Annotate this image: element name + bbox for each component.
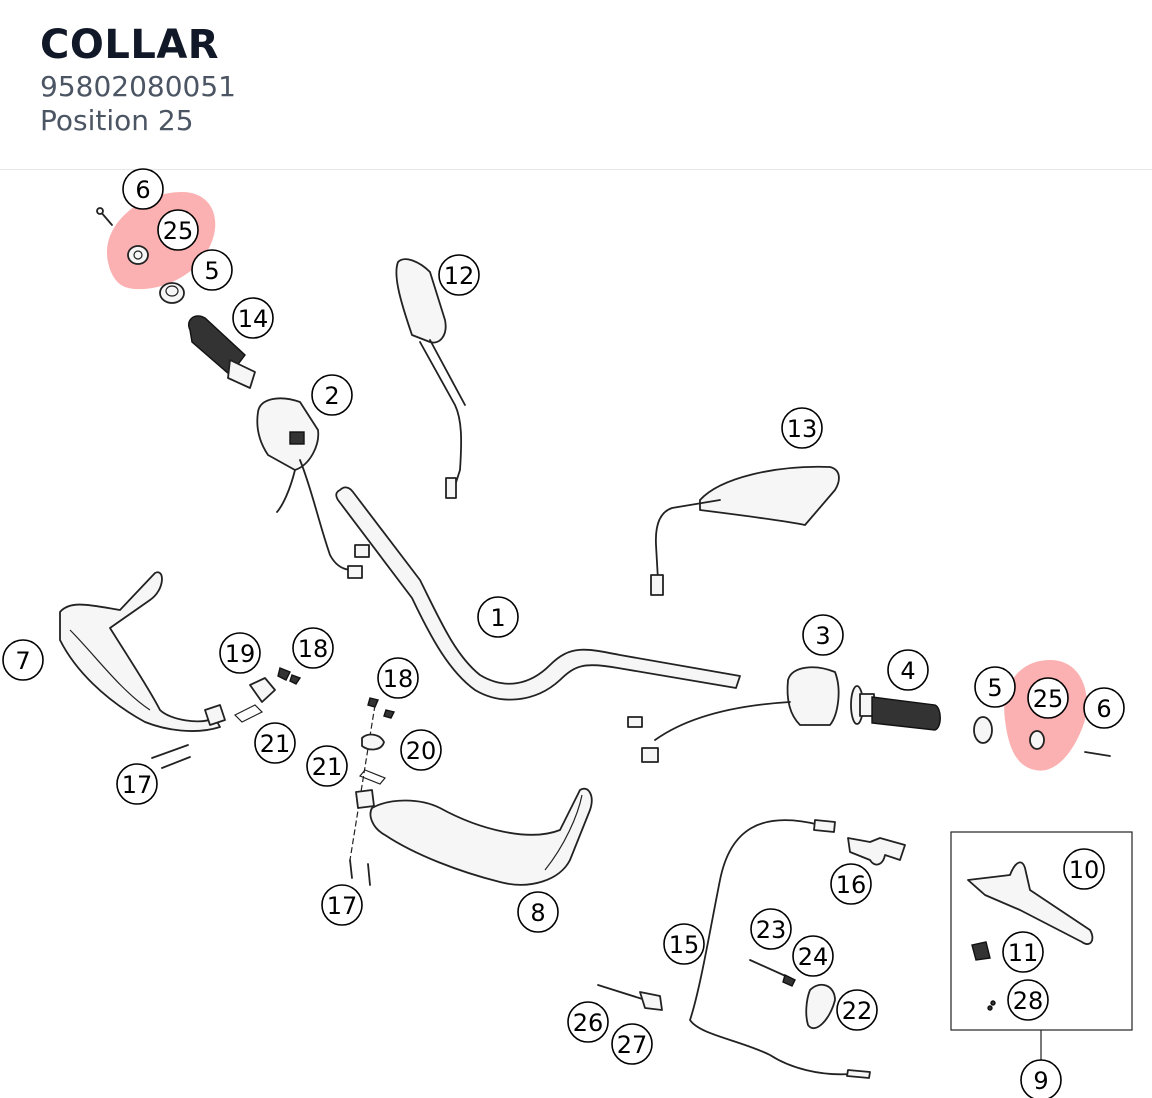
callout-label: 7 <box>15 647 30 675</box>
collar-right <box>1029 730 1045 750</box>
collar-left <box>127 245 149 265</box>
callout-3[interactable]: 3 <box>802 614 844 656</box>
mirror-right <box>650 465 840 596</box>
callout-label: 14 <box>238 305 269 333</box>
callout-18[interactable]: 18 <box>377 657 419 699</box>
switch-right <box>627 666 840 763</box>
callout-21[interactable]: 21 <box>254 722 296 764</box>
bolt-left <box>96 207 113 226</box>
callout-label: 17 <box>122 771 153 799</box>
callout-20[interactable]: 20 <box>400 729 442 771</box>
callout-7[interactable]: 7 <box>2 639 44 681</box>
callout-label: 9 <box>1033 1067 1048 1095</box>
callout-14[interactable]: 14 <box>232 297 274 339</box>
callout-6[interactable]: 6 <box>122 168 164 210</box>
callout-label: 21 <box>260 730 291 758</box>
clutch-switch <box>749 959 836 1030</box>
callout-9[interactable]: 9 <box>1020 1059 1062 1098</box>
callout-label: 8 <box>530 899 545 927</box>
callout-label: 18 <box>298 635 329 663</box>
mirror-left <box>395 258 466 499</box>
callout-22[interactable]: 22 <box>836 989 878 1031</box>
callout-label: 13 <box>787 415 818 443</box>
callout-label: 25 <box>163 217 194 245</box>
callout-label: 2 <box>324 382 339 410</box>
callout-17[interactable]: 17 <box>321 884 363 926</box>
callout-label: 23 <box>756 916 787 944</box>
clamp-right <box>349 697 396 886</box>
callout-25[interactable]: 25 <box>1027 677 1069 719</box>
callout-16[interactable]: 16 <box>830 863 872 905</box>
callout-label: 27 <box>617 1031 648 1059</box>
callout-2[interactable]: 2 <box>311 374 353 416</box>
callout-label: 18 <box>383 665 414 693</box>
callout-4[interactable]: 4 <box>887 649 929 691</box>
part-title: COLLAR <box>40 22 220 68</box>
callout-label: 5 <box>987 674 1002 702</box>
callout-label: 25 <box>1033 685 1064 713</box>
callout-5[interactable]: 5 <box>974 666 1016 708</box>
callout-28[interactable]: 28 <box>1007 979 1049 1021</box>
callout-label: 6 <box>135 176 150 204</box>
cable-adjuster <box>847 837 906 866</box>
callout-label: 16 <box>836 871 867 899</box>
callout-label: 26 <box>573 1009 604 1037</box>
callout-10[interactable]: 10 <box>1063 848 1105 890</box>
callout-label: 11 <box>1008 939 1039 967</box>
callout-13[interactable]: 13 <box>781 407 823 449</box>
callout-1[interactable]: 1 <box>477 596 519 638</box>
callout-label: 17 <box>327 892 358 920</box>
part-position: Position 25 <box>40 104 194 137</box>
callout-label: 1 <box>490 604 505 632</box>
callout-21[interactable]: 21 <box>306 745 348 787</box>
callout-label: 6 <box>1096 695 1111 723</box>
callout-label: 5 <box>204 257 219 285</box>
callout-label: 3 <box>815 622 830 650</box>
grip-left <box>188 315 256 389</box>
bolt-right <box>1084 751 1111 757</box>
callout-18[interactable]: 18 <box>292 627 334 669</box>
callout-label: 22 <box>842 997 873 1025</box>
callout-label: 15 <box>669 931 700 959</box>
callout-27[interactable]: 27 <box>611 1023 653 1065</box>
callout-26[interactable]: 26 <box>567 1001 609 1043</box>
handlebar <box>335 486 741 701</box>
grip-right <box>850 685 941 731</box>
callout-label: 20 <box>406 737 437 765</box>
callout-5[interactable]: 5 <box>191 249 233 291</box>
clamp-left <box>151 667 302 769</box>
callout-25[interactable]: 25 <box>157 209 199 251</box>
handguard-right <box>369 787 593 886</box>
switch-left <box>256 397 370 579</box>
part-header: COLLAR 95802080051 Position 25 <box>0 0 1152 170</box>
bolt-clip <box>597 984 663 1011</box>
callout-15[interactable]: 15 <box>663 923 705 965</box>
callout-8[interactable]: 8 <box>517 891 559 933</box>
callout-label: 4 <box>900 657 915 685</box>
callout-label: 24 <box>798 943 829 971</box>
callout-label: 12 <box>444 262 475 290</box>
clutch-cable <box>689 819 871 1079</box>
callout-label: 21 <box>312 753 343 781</box>
bar-end-right <box>973 716 993 744</box>
callout-6[interactable]: 6 <box>1083 687 1125 729</box>
callout-19[interactable]: 19 <box>219 632 261 674</box>
bar-end-left <box>159 282 185 304</box>
callout-17[interactable]: 17 <box>116 763 158 805</box>
callout-23[interactable]: 23 <box>750 908 792 950</box>
callout-12[interactable]: 12 <box>438 254 480 296</box>
callout-label: 19 <box>225 640 256 668</box>
callout-label: 10 <box>1069 856 1100 884</box>
handguard-left <box>59 571 221 732</box>
callout-24[interactable]: 24 <box>792 935 834 977</box>
part-number: 95802080051 <box>40 70 236 103</box>
callout-label: 28 <box>1013 987 1044 1015</box>
callout-11[interactable]: 11 <box>1002 931 1044 973</box>
lever-assembly-box <box>950 831 1133 1060</box>
